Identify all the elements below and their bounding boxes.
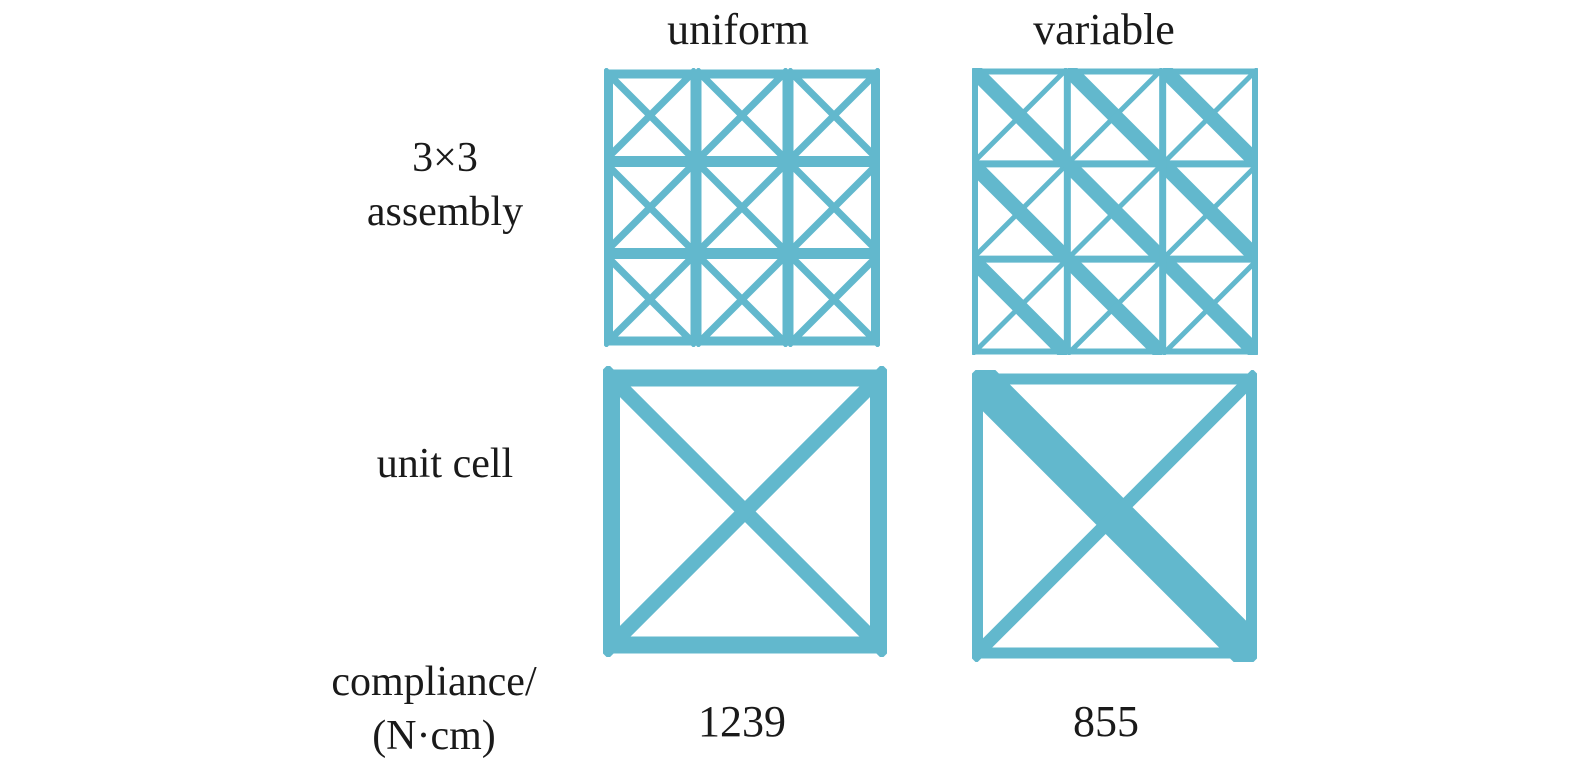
strut-diagonal-anti — [1065, 257, 1165, 355]
strut-diagonal-anti — [972, 162, 1070, 261]
column-header-uniform: uniform — [667, 5, 809, 54]
strut-diagonal-anti — [1065, 162, 1165, 261]
row-label-assembly-line1: 3×3 — [412, 135, 478, 181]
strut-diagonal-anti — [785, 68, 880, 164]
lattice-diagram-uniform-unit-cell — [603, 366, 887, 657]
strut-diagonal-anti — [785, 251, 880, 347]
compliance-value-variable: 855 — [1073, 697, 1139, 746]
strut-diagonal-anti — [604, 159, 699, 256]
strut-diagonal-anti — [1160, 257, 1258, 355]
strut-diagonal-anti — [604, 251, 699, 347]
strut-diagonal-anti — [1160, 162, 1258, 261]
row-label-compliance: compliance/ (N·cm) — [278, 655, 590, 763]
row-label-compliance-line1: compliance/ — [331, 659, 537, 705]
strut-diagonal-anti — [693, 251, 791, 347]
strut-diagonal-anti — [972, 68, 1070, 166]
row-label-unit-cell: unit cell — [300, 437, 590, 491]
strut-diagonal-anti — [693, 68, 791, 164]
strut-diagonal-anti — [785, 159, 880, 256]
lattice-diagram-uniform-assembly — [604, 68, 880, 347]
strut-diagonal-anti — [972, 370, 1257, 662]
row-label-assembly-line2: assembly — [366, 189, 524, 235]
lattice-diagram-variable-unit-cell — [972, 370, 1257, 662]
compliance-value-uniform: 1239 — [698, 697, 786, 746]
row-label-compliance-line2: (N·cm) — [372, 713, 496, 759]
strut-diagonal-anti — [693, 159, 791, 256]
strut-diagonal-anti — [1065, 68, 1165, 166]
strut-diagonal-anti — [1160, 68, 1258, 166]
column-header-variable: variable — [1033, 5, 1175, 54]
row-label-unit-cell-line1: unit cell — [376, 441, 514, 487]
row-label-assembly: 3×3 assembly — [300, 131, 590, 239]
lattice-diagram-variable-assembly — [972, 68, 1258, 355]
strut-diagonal-anti — [603, 366, 887, 657]
strut-diagonal-anti — [972, 257, 1070, 355]
strut-diagonal-anti — [604, 68, 699, 164]
